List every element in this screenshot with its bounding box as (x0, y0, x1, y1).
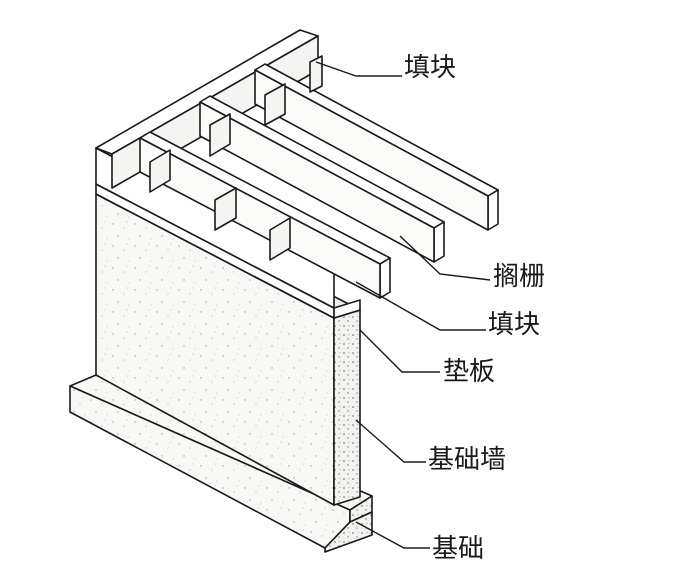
infill-blocks (149, 55, 323, 261)
joist-2 (199, 95, 445, 263)
label-infill-block-top: 填块 (404, 53, 457, 83)
leader-lines (315, 61, 491, 549)
joist-3 (254, 63, 499, 231)
label-sill-plate: 垫板 (443, 357, 496, 387)
label-foundation-wall: 基础墙 (428, 445, 507, 475)
label-infill-block-lower: 填块 (488, 310, 541, 340)
label-joist: 搁栅 (493, 262, 546, 292)
label-footing: 基础 (432, 534, 485, 564)
joist-1 (139, 131, 391, 299)
